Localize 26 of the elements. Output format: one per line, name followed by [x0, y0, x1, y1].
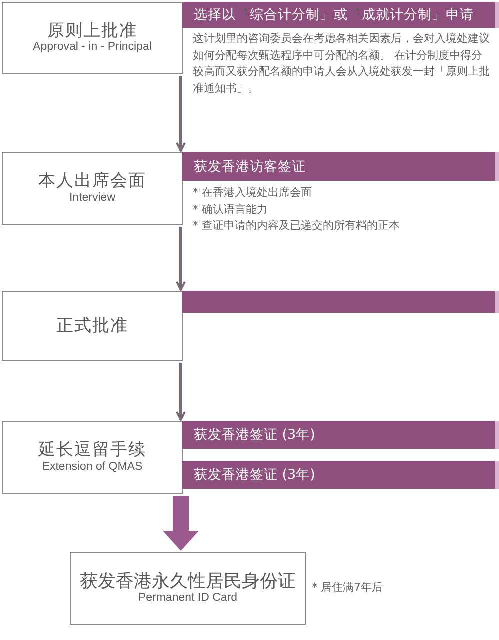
- stage-subtitle: Approval - in - Principal: [33, 41, 152, 56]
- arrow: [176, 363, 186, 421]
- description-text: 这计划里的咨询委员会在考虑各相关因素后，会对入境处建议如何分配每次甄选程序中可分配的名额。 在计分制度中得分较高而又获分配名额的申请人会从入境处获发一封「原则上批准通知书」。: [193, 31, 491, 96]
- stage-title: 本人出席会面: [38, 171, 146, 192]
- arrow: [176, 227, 186, 291]
- arrow: [176, 76, 186, 152]
- stage-box: [2, 152, 183, 225]
- stage-subtitle: Interview: [69, 192, 116, 206]
- header-bar: [182, 291, 499, 313]
- stage-title: 原则上批准: [48, 20, 138, 42]
- stage-title: 获发香港永久性居民身份证: [80, 570, 296, 592]
- header-bar: 获发香港签证 (3年): [182, 461, 499, 489]
- header-bar: 获发香港访客签证: [182, 152, 499, 181]
- stage-box: [70, 552, 306, 625]
- stage-box: [2, 2, 183, 74]
- stage-subtitle: Extension of QMAS: [42, 460, 143, 475]
- header-bar: 获发香港签证 (3年): [182, 421, 499, 449]
- block-arrow: [163, 496, 199, 551]
- stage-title: 正式批准: [56, 316, 128, 336]
- stage-title: 延长逗留手续: [38, 440, 146, 461]
- stage-box: [2, 291, 183, 361]
- stage-subtitle: Permanent ID Card: [138, 592, 238, 606]
- stage-box: [2, 421, 183, 494]
- note-text: * 在香港入境处出席会面 * 确认语言能力 * 查证申请的内容及已递交的所有档的正本: [193, 185, 401, 234]
- note-text: * 居住满7年后: [312, 580, 384, 596]
- header-bar: 选择以「综合计分制」或「成就计分制」申请: [182, 2, 499, 28]
